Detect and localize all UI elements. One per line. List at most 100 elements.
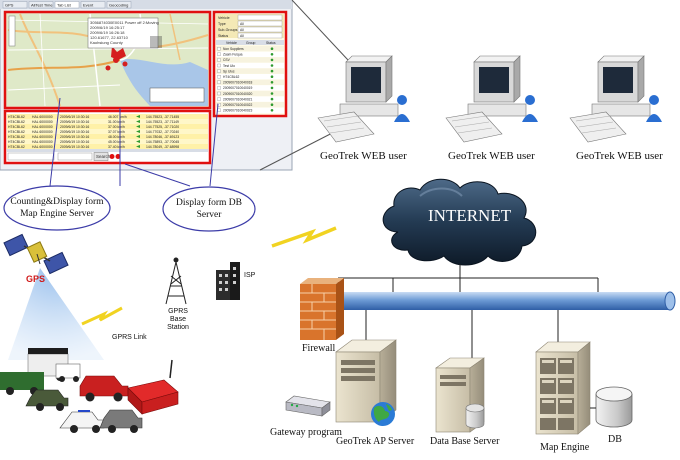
row-vehicle-id: HT4CBL62 — [8, 145, 25, 149]
row-device: HAL 6000000 — [32, 135, 53, 139]
screenshot-tab[interactable] — [80, 1, 106, 9]
list-item-label: Zaam Fuiqua — [223, 53, 243, 57]
lightning-gprs — [81, 306, 123, 326]
filter-label: Sub-Groups — [218, 28, 238, 32]
web-user-label-3: GeoTrek WEB user — [576, 150, 663, 162]
row-device: HAL 6000000 — [32, 125, 53, 129]
list-checkbox[interactable] — [217, 86, 221, 90]
list-checkbox[interactable] — [217, 91, 221, 96]
table-row[interactable] — [7, 139, 208, 144]
internet-label: INTERNET — [428, 206, 512, 225]
list-item[interactable] — [216, 68, 284, 74]
list-checkbox[interactable] — [217, 69, 221, 73]
ap-server-label: GeoTrek AP Server — [336, 436, 415, 447]
list-item[interactable] — [216, 90, 284, 97]
callout-db-server-label: Display form DB Server — [176, 198, 242, 220]
filter-select[interactable] — [237, 32, 283, 39]
filter-select[interactable] — [237, 26, 283, 33]
row-speed: 31.00 km/h — [108, 120, 125, 124]
screenshot-tab-label: AllTest Time — [31, 3, 53, 8]
screenshot-tab[interactable] — [2, 1, 28, 9]
row-vehicle-id: HT4CBL62 — [8, 120, 25, 124]
list-item-label: Sp Ulus — [223, 69, 235, 73]
status-dot-icon — [270, 92, 274, 95]
row-speed: 46.007 km/h — [108, 115, 127, 119]
direction-arrow-icon — [136, 135, 140, 138]
table-row[interactable] — [7, 124, 208, 129]
screenshot-tab[interactable] — [28, 1, 54, 9]
gprs-base-station-icon — [165, 257, 187, 305]
table-row[interactable] — [7, 144, 208, 149]
table-pager — [7, 152, 121, 161]
db-server-label: Data Base Server — [430, 436, 500, 447]
filter-select[interactable] — [237, 14, 283, 21]
list-item[interactable] — [216, 74, 284, 80]
base-station-label: GPRS Base Station — [167, 308, 189, 331]
row-device: HAL 6000000 — [32, 130, 53, 134]
list-item[interactable] — [216, 46, 284, 52]
status-dot-icon — [270, 81, 274, 84]
row-time: 2009/6/19 10:30:16 — [60, 145, 89, 149]
search-button[interactable]: Search — [96, 154, 111, 159]
list-item-label: 2009007010040021 — [223, 97, 253, 101]
row-position: 144.78046, -37.69123 — [146, 135, 179, 139]
list-item[interactable] — [216, 62, 284, 69]
row-device: HAL 6000000 — [32, 145, 53, 149]
list-checkbox[interactable] — [217, 75, 221, 79]
isp-label: ISP — [244, 272, 256, 279]
list-checkbox[interactable] — [217, 47, 221, 51]
table-row[interactable] — [7, 114, 208, 119]
map-roads — [7, 13, 209, 107]
list-checkbox[interactable] — [217, 97, 221, 101]
list-item[interactable] — [216, 57, 284, 63]
gateway-label: Gateway program — [270, 427, 342, 438]
row-speed: 45.00 km/h — [108, 140, 125, 144]
list-item[interactable] — [216, 51, 284, 57]
vehicle-fleet-icons — [0, 348, 179, 433]
screenshot-tab[interactable] — [54, 1, 80, 9]
list-checkbox[interactable] — [217, 52, 221, 56]
gps-signal-beam — [8, 268, 104, 360]
status-dot-icon — [270, 47, 274, 50]
status-dot-icon — [270, 64, 274, 67]
list-item[interactable] — [216, 85, 284, 91]
list-item[interactable] — [216, 107, 284, 113]
filter-select[interactable] — [237, 20, 283, 27]
direction-arrow-icon — [136, 145, 140, 148]
popup-line: Kaohsiung County — [90, 40, 123, 45]
list-item[interactable] — [216, 79, 284, 85]
zoom-line-bottom — [259, 127, 343, 171]
list-item[interactable] — [216, 96, 284, 102]
screenshot-tab-label: Geocoding — [109, 3, 128, 8]
web-user-computers — [317, 55, 662, 143]
row-position: 144.75893, -37.70045 — [146, 140, 179, 144]
table-row[interactable] — [7, 129, 208, 134]
filter-label: Vehicle — [218, 16, 230, 20]
status-dot-icon — [270, 53, 274, 56]
list-item-label: CSV — [223, 58, 231, 62]
gateway-device-icon — [285, 395, 331, 417]
screenshot-tab[interactable] — [106, 1, 132, 9]
direction-arrow-icon — [136, 140, 140, 143]
status-dot-icon — [270, 75, 274, 78]
list-item-label: Test Ulo — [223, 64, 235, 68]
row-speed: 37.07 km/h — [108, 130, 125, 134]
internet-cloud — [382, 178, 537, 266]
list-item-label: HT4CBL62 — [223, 75, 239, 79]
list-checkbox[interactable] — [217, 63, 221, 68]
popup-line: 2009/6/19 16:26:18 — [90, 30, 125, 35]
list-item[interactable] — [216, 102, 284, 108]
table-row[interactable] — [7, 119, 208, 124]
row-position: 144.78049, -37.68998 — [146, 145, 179, 149]
callout-map-engine — [3, 185, 111, 231]
status-dot-icon — [270, 103, 274, 106]
list-checkbox[interactable] — [217, 80, 221, 84]
list-checkbox[interactable] — [217, 58, 221, 62]
status-dot-icon — [270, 97, 274, 101]
zoom-line-top — [291, 0, 349, 61]
table-row[interactable] — [7, 134, 208, 139]
status-dot-icon — [270, 86, 274, 90]
